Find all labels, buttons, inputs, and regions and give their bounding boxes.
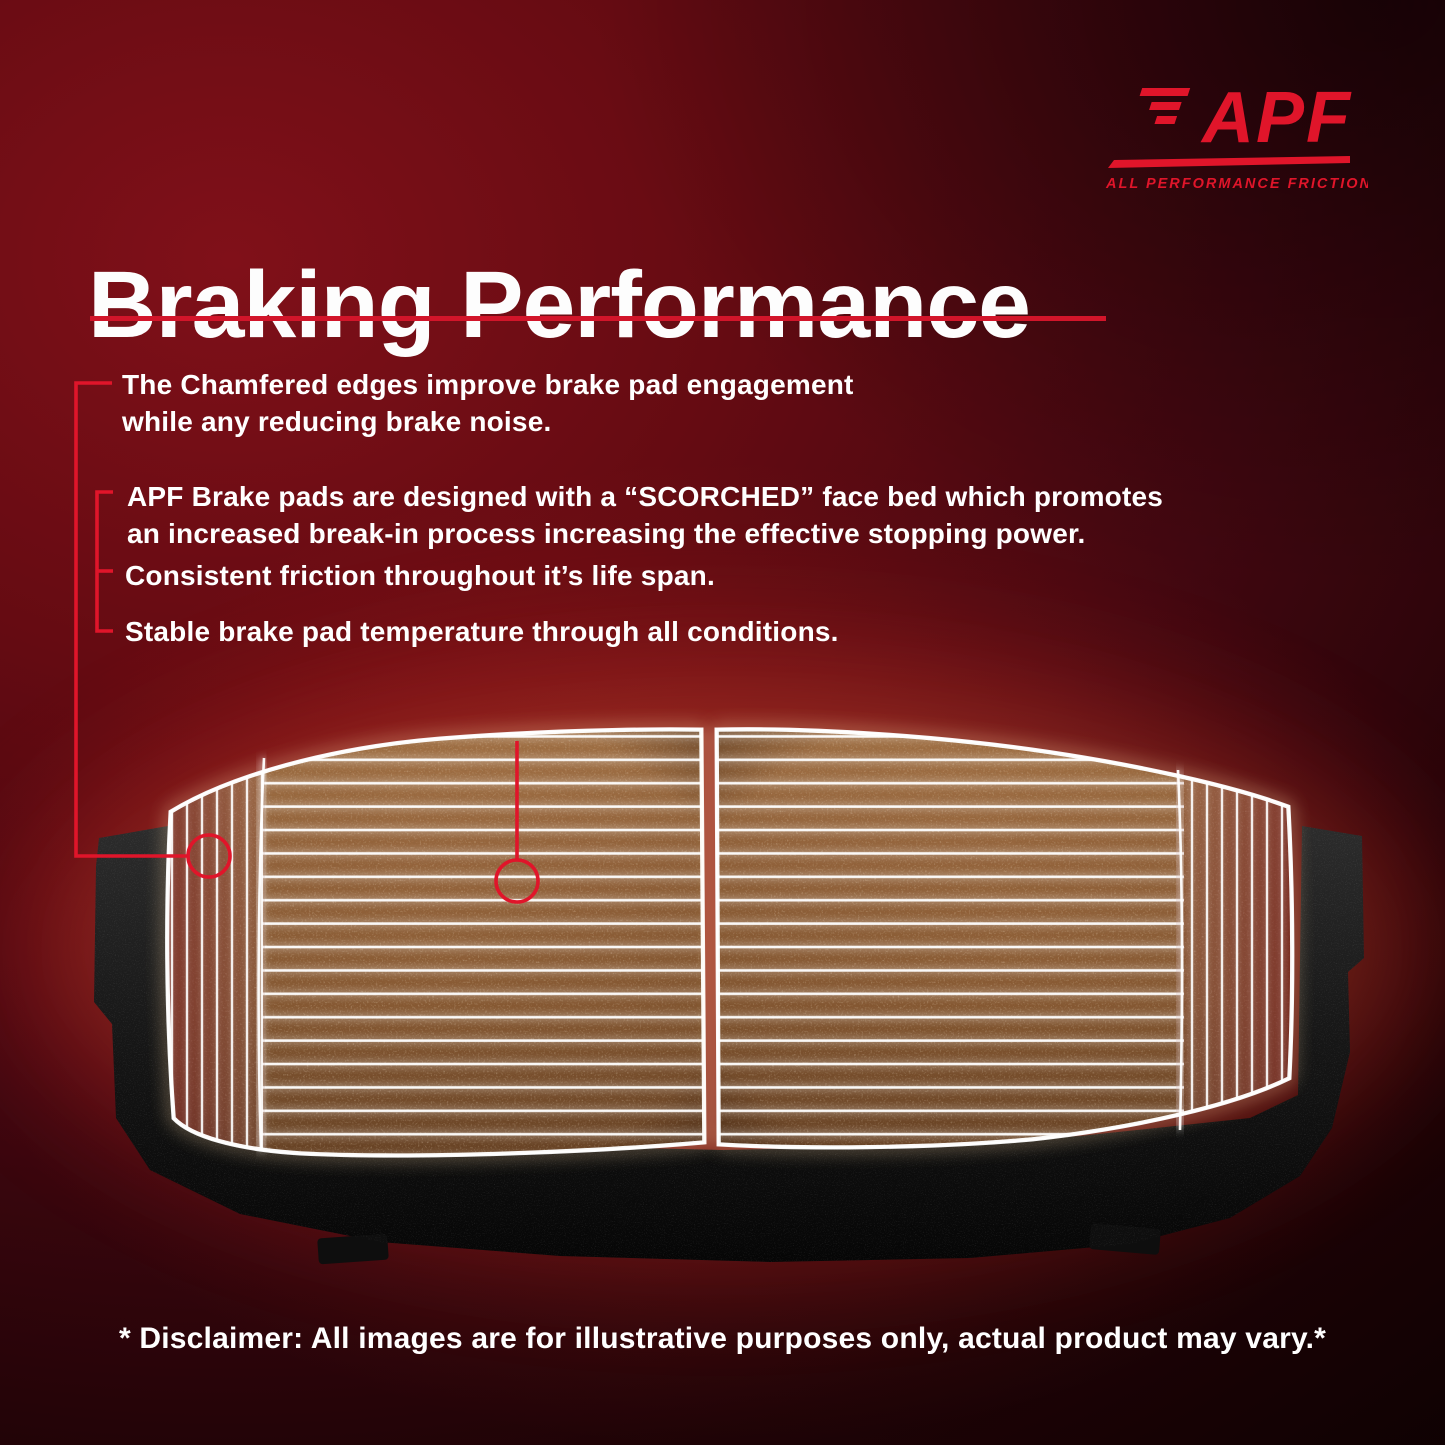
brand-name: APF: [1200, 78, 1352, 158]
feature-bullet-stable-temperature: Stable brake pad temperature through all…: [125, 616, 839, 647]
disclaimer-text: * Disclaimer: All images are for illustr…: [118, 1322, 1327, 1355]
scorched-face-lines: [262, 729, 704, 1156]
feature-bullet-consistent-friction: Consistent friction throughout it’s life…: [125, 560, 715, 591]
left-brake-pad: [165, 727, 707, 1158]
scorched-face-lines: [717, 729, 1184, 1147]
callout-annotations: [74, 381, 540, 904]
title-underline: [90, 316, 1106, 321]
plate-tab-left: [317, 1233, 389, 1265]
apf-logo: APF ALL PERFORMANCE FRICTION: [1105, 78, 1368, 192]
callout-circle-face: [494, 858, 540, 904]
right-brake-pad: [714, 727, 1295, 1150]
page-title: Braking Performance: [88, 251, 1031, 358]
speed-lines-icon: [1139, 88, 1191, 124]
callout-bracket-features: [95, 490, 113, 633]
logo-underline: [1108, 156, 1350, 168]
callout-line-chamfer: [74, 381, 187, 858]
feature-bullet-chamfered-edges: The Chamfered edges improve brake pad en…: [122, 369, 854, 437]
feature-bullet-scorched-face: APF Brake pads are designed with a “SCOR…: [127, 481, 1164, 549]
brand-tagline: ALL PERFORMANCE FRICTION: [1105, 176, 1368, 192]
callout-circle-chamfer: [186, 833, 232, 879]
